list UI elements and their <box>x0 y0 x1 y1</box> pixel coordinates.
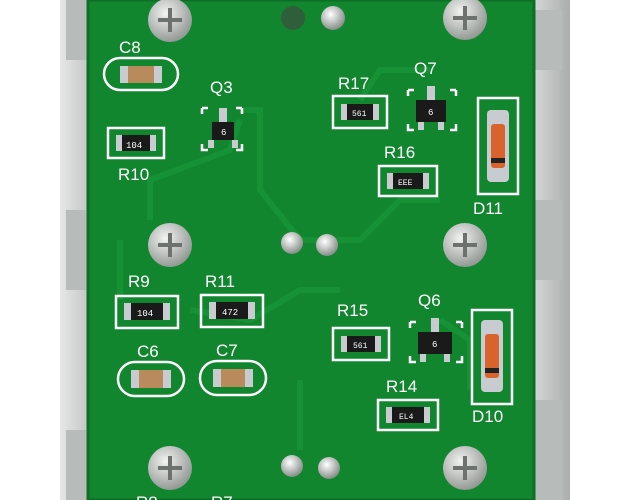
label-r14: R14 <box>386 377 417 396</box>
resistor-r9 <box>114 294 180 330</box>
label-r17: R17 <box>338 74 369 93</box>
screw-bottom-left <box>148 446 192 490</box>
code-q7: 6 <box>428 108 433 118</box>
label-r9: R9 <box>128 272 150 291</box>
resistor-r17 <box>331 94 389 130</box>
code-q6: 6 <box>432 340 437 350</box>
diode-d11 <box>476 96 520 196</box>
code-r11: 472 <box>222 308 238 318</box>
screw-top-right <box>443 0 487 40</box>
resistor-r10 <box>106 126 166 160</box>
label-d11: D11 <box>473 199 503 218</box>
label-q7: Q7 <box>414 59 437 78</box>
screw-mid-right <box>443 223 487 267</box>
code-r16: EEE <box>398 179 413 188</box>
label-q3: Q3 <box>210 78 233 97</box>
label-r16: R16 <box>384 143 415 162</box>
resistor-r14 <box>376 398 440 432</box>
resistor-r16 <box>377 164 439 198</box>
capacitor-c8 <box>102 56 180 92</box>
label-c6: C6 <box>137 342 159 361</box>
resistor-r15 <box>331 326 391 362</box>
resistor-r11 <box>199 293 265 329</box>
code-q3: 6 <box>221 128 226 138</box>
code-r15: 561 <box>353 342 368 351</box>
label-d10: D10 <box>472 407 503 426</box>
label-q6: Q6 <box>418 291 441 310</box>
label-c7: C7 <box>216 341 238 360</box>
transistor-q7 <box>406 86 458 132</box>
code-r17: 561 <box>352 110 367 119</box>
transistor-q3 <box>200 106 244 152</box>
copper-traces <box>117 67 473 450</box>
code-r10: 104 <box>126 141 142 151</box>
capacitor-c6 <box>116 360 186 398</box>
label-r10: R10 <box>118 165 149 184</box>
capacitor-c7 <box>198 359 268 397</box>
transistor-q6 <box>408 318 464 364</box>
code-r9: 104 <box>137 309 153 319</box>
label-c8: C8 <box>119 38 141 57</box>
code-r14: EL4 <box>399 413 414 422</box>
solder-vias <box>281 6 345 479</box>
diode-d10 <box>470 308 514 406</box>
label-r8: R8 <box>136 493 158 500</box>
label-r7: R7 <box>211 493 233 500</box>
label-r15: R15 <box>337 301 368 320</box>
label-r11: R11 <box>205 272 235 291</box>
screw-mid-left <box>148 223 192 267</box>
screw-top-left <box>148 0 192 42</box>
screw-bottom-right <box>443 446 487 490</box>
